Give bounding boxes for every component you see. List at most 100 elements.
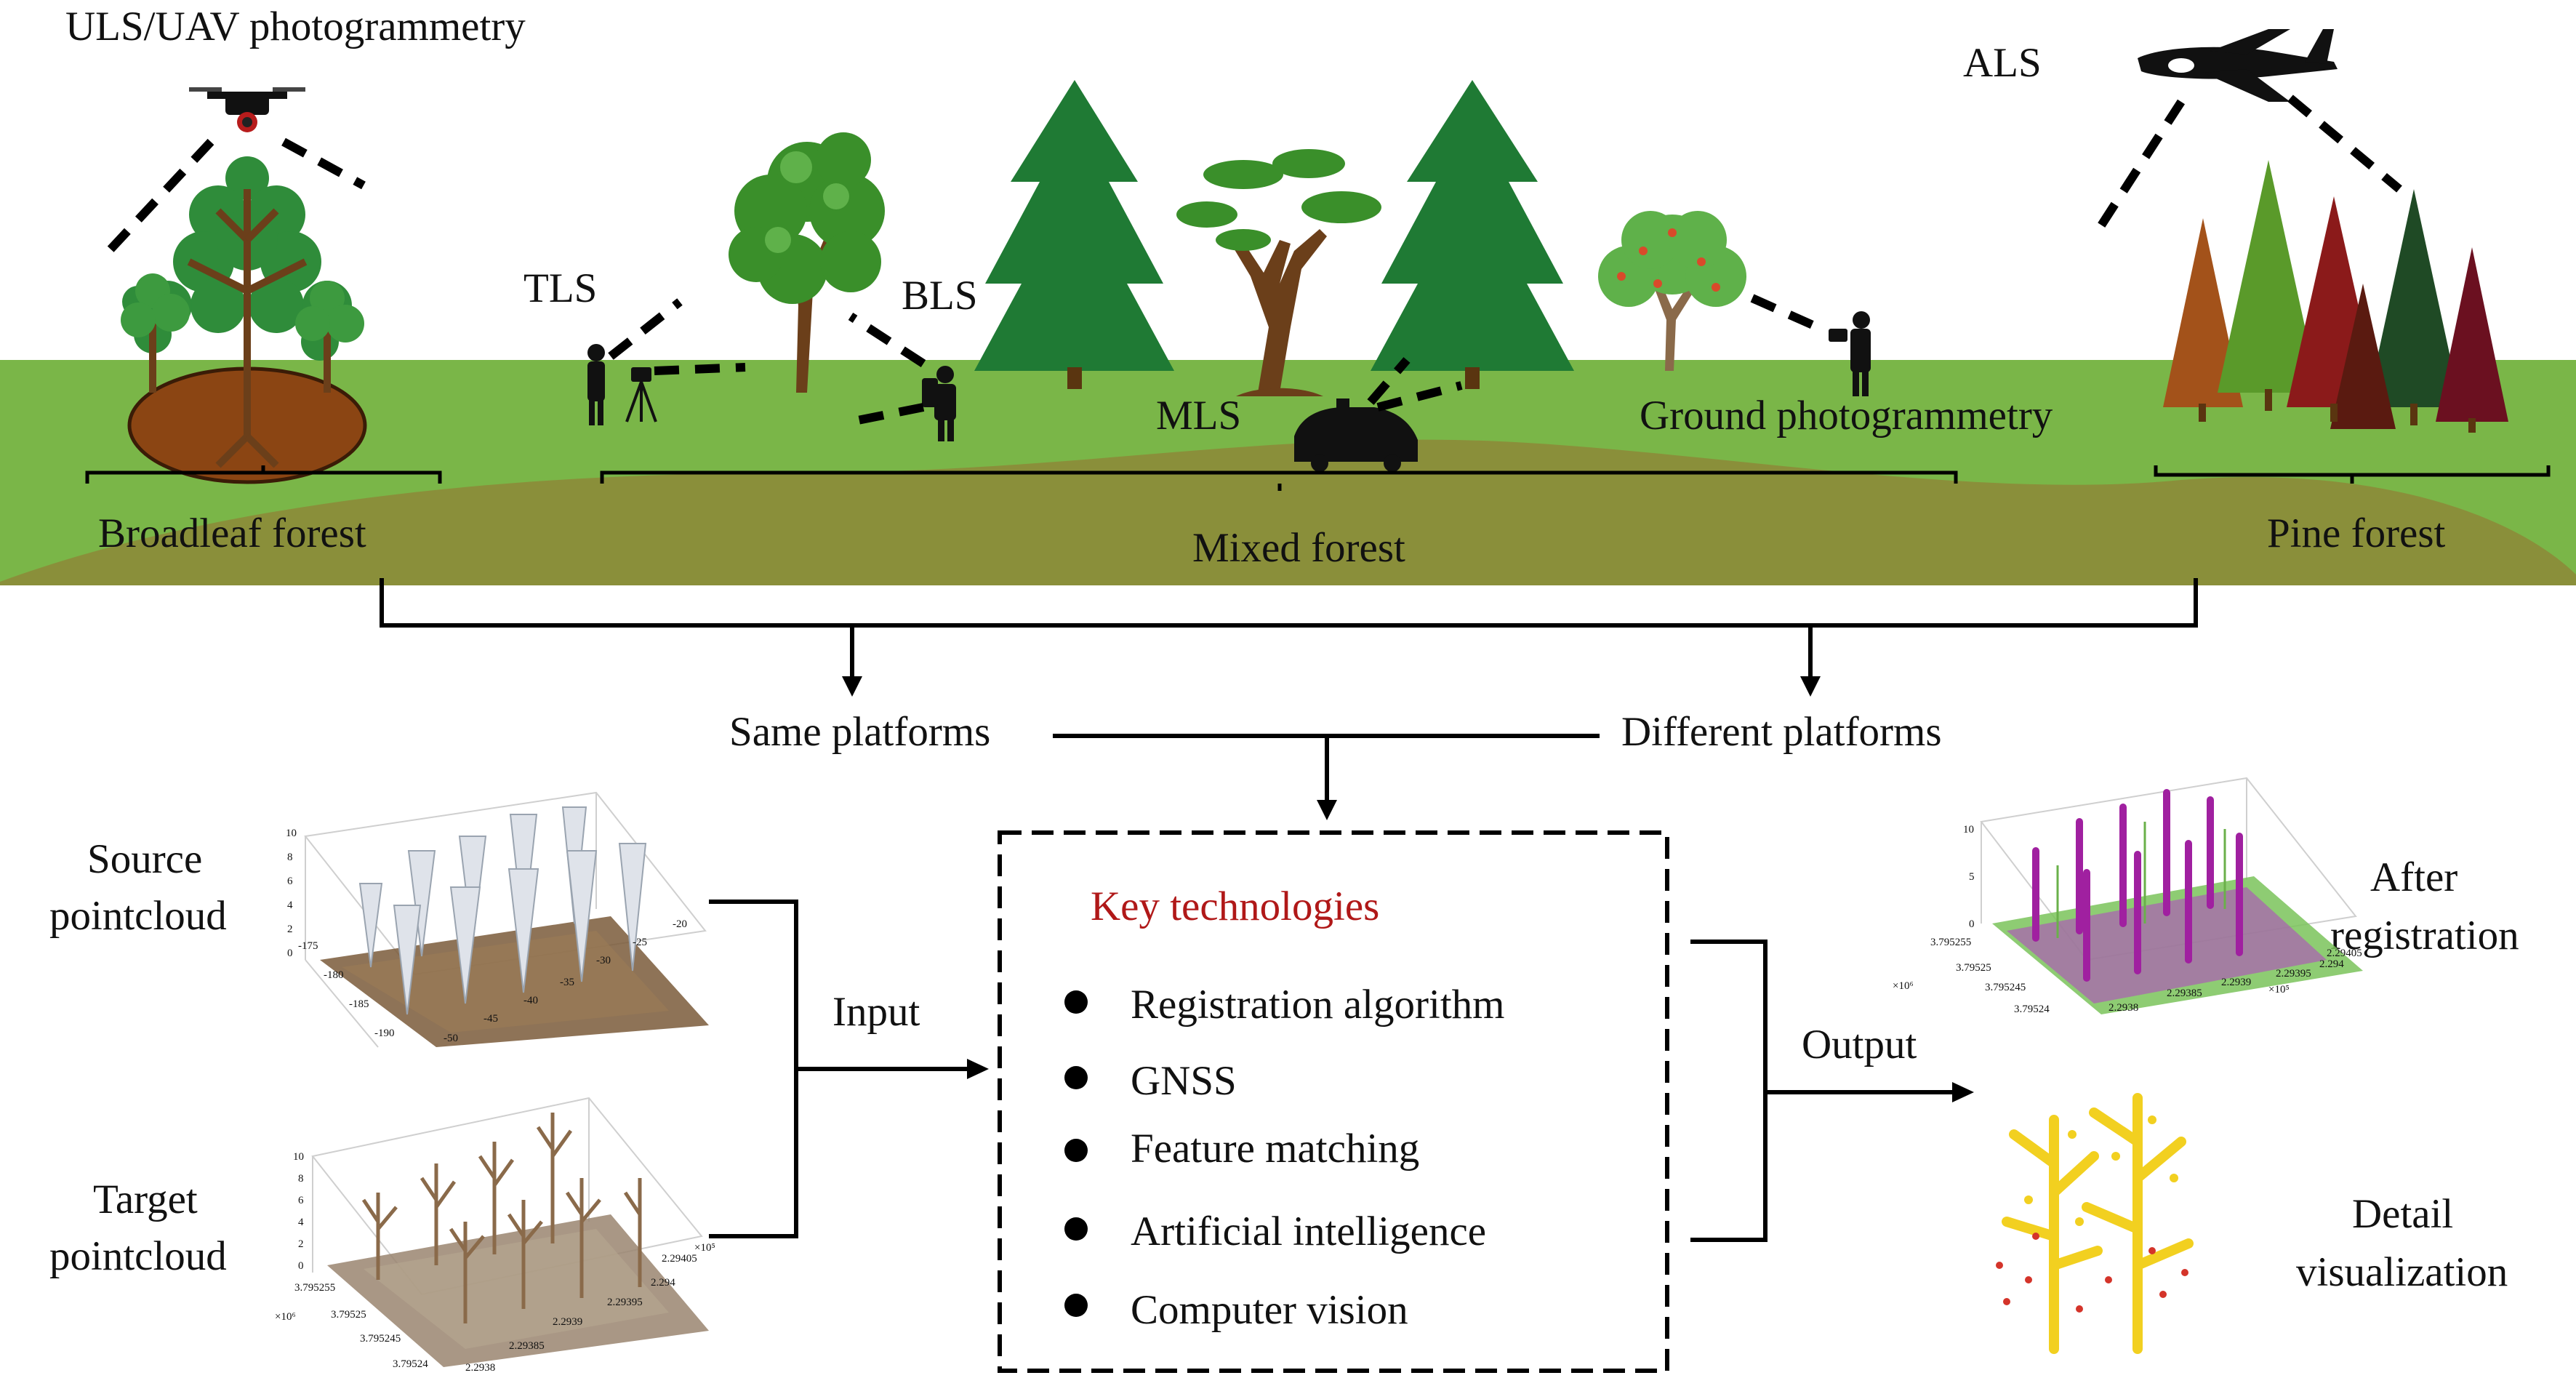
axis-exponent: ×10⁶	[1893, 980, 1914, 992]
axis-exponent: ×10⁵	[2268, 984, 2290, 996]
tick-label: 10	[1963, 824, 1974, 836]
bullet-icon	[1064, 990, 1088, 1014]
spruce-tree-icon	[974, 80, 1174, 389]
tick-label: 2.2939	[2221, 977, 2251, 988]
tick-label: -30	[596, 955, 611, 966]
tick-label: 2.29405	[662, 1253, 697, 1265]
tick-label: 3.795255	[1930, 937, 1971, 948]
forest-brackets	[85, 465, 2551, 491]
tick-label: 2	[298, 1238, 304, 1250]
tick-label: -180	[324, 969, 344, 981]
label-target: Target	[93, 1177, 198, 1222]
label-mixed-forest: Mixed forest	[1192, 525, 1405, 571]
tick-label: 3.79524	[393, 1358, 428, 1370]
label-same-platforms: Same platforms	[729, 709, 990, 755]
flow-arrowheads	[842, 676, 1974, 1102]
label-pine-forest: Pine forest	[2267, 510, 2446, 556]
airplane-icon	[2138, 29, 2338, 102]
tick-label: -190	[374, 1028, 395, 1039]
label-bls: BLS	[902, 273, 978, 319]
label-tls: TLS	[523, 265, 597, 311]
tick-label: 4	[287, 900, 293, 911]
key-item: Artificial intelligence	[1131, 1209, 1486, 1254]
tick-label: 2	[287, 924, 293, 935]
label-target-pointcloud: pointcloud	[49, 1233, 227, 1279]
detail-visualization-icon	[1996, 1093, 2194, 1354]
ground-scan-lines	[1750, 294, 1820, 332]
soil-band	[0, 439, 2576, 585]
axis-exponent: ×10⁵	[694, 1242, 715, 1254]
als-scan-lines	[2097, 95, 2402, 228]
photographer-icon	[1829, 311, 1871, 396]
tick-label: 2.294	[2319, 958, 2344, 970]
tick-label: 6	[287, 876, 293, 887]
tick-label: 2.29395	[2276, 968, 2311, 980]
key-technologies-box: Key technologies Registration algorithm …	[998, 830, 1669, 1373]
tick-label: 2.29385	[2167, 988, 2202, 999]
tick-label: 2.29395	[607, 1297, 643, 1308]
tick-label: 0	[1969, 918, 1975, 930]
mls-vehicle-icon	[1294, 398, 1418, 472]
tick-label: 2.294	[651, 1277, 675, 1289]
tls-scan-lines	[608, 298, 746, 375]
label-after: After	[2370, 854, 2457, 900]
drone-icon	[189, 87, 305, 132]
tick-label: 0	[298, 1260, 304, 1272]
tick-label: 10	[286, 828, 297, 839]
flow-connectors	[380, 578, 2198, 1242]
label-broadleaf-forest: Broadleaf forest	[98, 510, 366, 556]
tick-label: 4	[298, 1217, 304, 1228]
tick-label: 8	[298, 1173, 304, 1185]
axis-exponent: ×10⁶	[275, 1311, 296, 1323]
label-uls: ULS/UAV photogrammetry	[65, 4, 526, 49]
key-item: Feature matching	[1131, 1126, 1419, 1171]
key-item: Registration algorithm	[1131, 982, 1505, 1028]
after-registration-plot: 10 5 0 3.795255 3.79525 3.795245 3.79524…	[1893, 777, 2363, 1015]
tick-label: 8	[287, 852, 293, 863]
label-visualization: visualization	[2296, 1249, 2508, 1295]
pine-forest-icon	[2163, 160, 2508, 433]
tick-label: 3.795255	[294, 1282, 335, 1294]
tick-label: 3.795245	[1985, 982, 2026, 993]
label-source-pointcloud: pointcloud	[49, 893, 227, 939]
label-als: ALS	[1963, 40, 2042, 86]
bls-operator-icon	[922, 366, 956, 441]
tick-label: -185	[349, 998, 369, 1010]
tls-operator-icon	[587, 344, 657, 425]
label-different-platforms: Different platforms	[1621, 709, 1942, 755]
label-input: Input	[832, 989, 920, 1035]
label-ground-photogrammetry: Ground photogrammetry	[1640, 393, 2053, 438]
tick-label: 3.795245	[360, 1333, 401, 1345]
tick-label: -20	[673, 918, 687, 930]
tick-label: 2.2938	[465, 1362, 495, 1374]
apple-tree-icon	[1598, 211, 1746, 371]
tick-label: 2.2938	[2108, 1002, 2138, 1014]
label-source: Source	[87, 836, 202, 882]
key-item: Computer vision	[1131, 1287, 1408, 1333]
tick-label: 10	[293, 1151, 304, 1163]
mls-scan-lines	[1367, 357, 1463, 412]
tick-label: -175	[298, 940, 318, 952]
umbrella-tree-icon	[1176, 149, 1381, 396]
source-pointcloud-plot: 10 8 6 4 2 0 -175 -180 -185 -190 -20 -25…	[286, 791, 709, 1048]
tick-label: -25	[633, 937, 647, 948]
label-registration: registration	[2330, 913, 2519, 958]
uls-scan-lines	[105, 137, 366, 255]
tick-label: 5	[1969, 871, 1975, 883]
broadleaf-tree-icon-2	[729, 132, 885, 393]
tick-label: -45	[483, 1013, 498, 1025]
label-detail: Detail	[2352, 1191, 2453, 1237]
tick-label: -40	[523, 995, 538, 1006]
tick-label: 3.79525	[331, 1309, 366, 1321]
bullet-icon	[1064, 1066, 1088, 1089]
target-pointcloud-plot: 10 8 6 4 2 0 3.795255 3.79525 3.795245 3…	[275, 1097, 715, 1374]
bullet-icon	[1064, 1217, 1088, 1241]
key-technologies-title: Key technologies	[1091, 884, 1379, 929]
label-output: Output	[1802, 1022, 1917, 1067]
tick-label: 3.79525	[1956, 962, 1991, 974]
key-item: GNSS	[1131, 1058, 1237, 1104]
broadleaf-tree-icon	[121, 156, 367, 484]
tick-label: -35	[560, 977, 574, 988]
tick-label: 2.29385	[509, 1340, 545, 1352]
